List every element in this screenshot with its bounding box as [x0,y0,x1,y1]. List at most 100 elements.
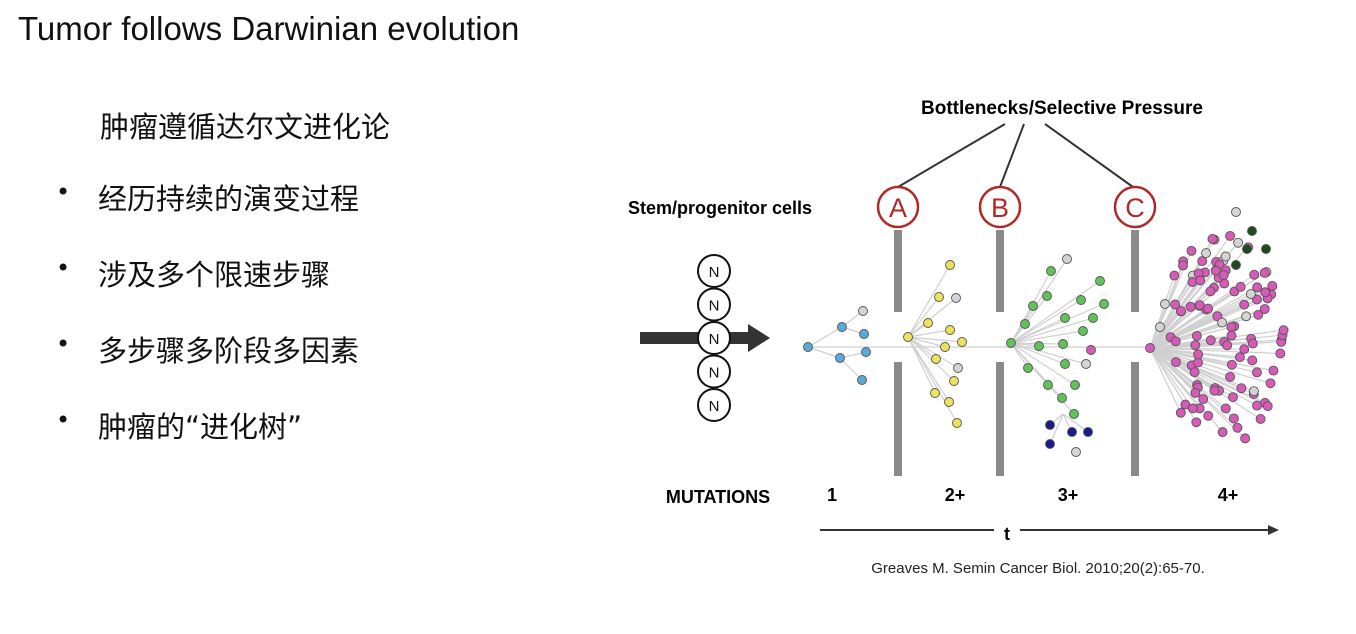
cell [1226,359,1237,370]
cell [1195,275,1206,286]
bullet-dot: • [56,254,71,282]
cell [1190,340,1201,351]
cell [1205,286,1216,297]
cell [1226,322,1237,333]
cell [1060,359,1070,369]
cell [1057,393,1067,403]
bullet-dot: • [56,330,71,358]
cell [1078,326,1088,336]
bottleneck-badge: C [1113,185,1157,229]
cell [1170,336,1181,347]
cell [1198,394,1209,405]
cell [1245,289,1256,299]
cell [857,375,867,385]
cell [1232,422,1243,433]
cell [1043,380,1053,390]
cell [1046,266,1056,276]
svg-text:N: N [709,331,720,348]
cell [949,376,959,386]
cell [1241,311,1252,322]
cell [1259,267,1270,278]
cell [940,342,950,352]
cell [1220,251,1231,262]
cell [1242,244,1252,254]
cell [1231,207,1241,217]
cell [1235,281,1246,292]
bottleneck-letter: A [889,193,907,223]
cell [1222,340,1233,351]
cell [953,363,963,373]
cell [1197,256,1208,267]
bottleneck-badge: B [978,185,1022,229]
cell [803,342,813,352]
bottleneck-bar [996,362,1004,476]
stem-cell: N [697,287,731,322]
cell [1228,413,1239,424]
bottleneck-bar [894,230,902,312]
cell [1178,260,1188,271]
cell [1239,299,1250,310]
cell [1028,301,1038,311]
time-axis [820,525,1279,535]
cell [1248,386,1259,397]
cell [1249,269,1260,280]
cell [1225,371,1236,382]
cell [1268,365,1279,376]
cell [1201,248,1211,259]
cell [837,322,847,332]
cell [1020,319,1030,329]
cell [1260,287,1271,298]
cell [1252,400,1262,411]
cell [1189,367,1200,378]
stem-cells-label: Stem/progenitor cells [628,198,812,218]
cell [1267,280,1278,291]
cell [1252,282,1263,293]
cell [903,332,913,342]
cell [1226,330,1237,341]
cell [859,329,869,339]
bullet-text: 经历持续的演变过程 [98,182,360,216]
cell [1251,367,1262,378]
cell [1023,363,1033,373]
mutation-stage: 1 [827,485,837,505]
cell [1191,417,1202,428]
bottleneck-bar [1131,362,1139,476]
cell [861,347,871,357]
bullet-dot: • [56,406,71,434]
bottleneck-badge: A [876,185,920,229]
bottleneck-bar [894,362,902,476]
cell [1278,325,1289,336]
stem-cell: N [697,388,731,422]
cell [1220,403,1231,414]
cell [1086,345,1096,355]
cell [1081,359,1091,369]
cell [1251,294,1262,305]
cell [1083,427,1093,437]
bullet-dot: • [56,178,71,206]
cell [1160,299,1170,309]
cell [1236,383,1247,394]
svg-text:N: N [709,398,720,415]
cell [931,354,941,364]
cell [1203,303,1213,314]
cell [1233,237,1244,248]
cell [1042,291,1052,301]
cell [1255,414,1266,424]
cell [1259,304,1270,314]
cell [945,260,955,270]
cell [1247,338,1258,349]
slide-title: Tumor follows Darwinian evolution [18,10,520,47]
bottleneck-bar [1131,230,1139,312]
mutation-stage: 2+ [945,485,966,505]
stem-cell: N [697,321,731,355]
bullet-text: 涉及多个限速步骤 [98,258,331,292]
cell [1265,378,1276,389]
cell [1207,234,1218,244]
cell [1247,226,1257,236]
cell [1185,301,1196,312]
time-label: t [1004,524,1010,544]
cell [1262,401,1273,412]
cell [1180,399,1191,410]
cell [952,418,962,428]
